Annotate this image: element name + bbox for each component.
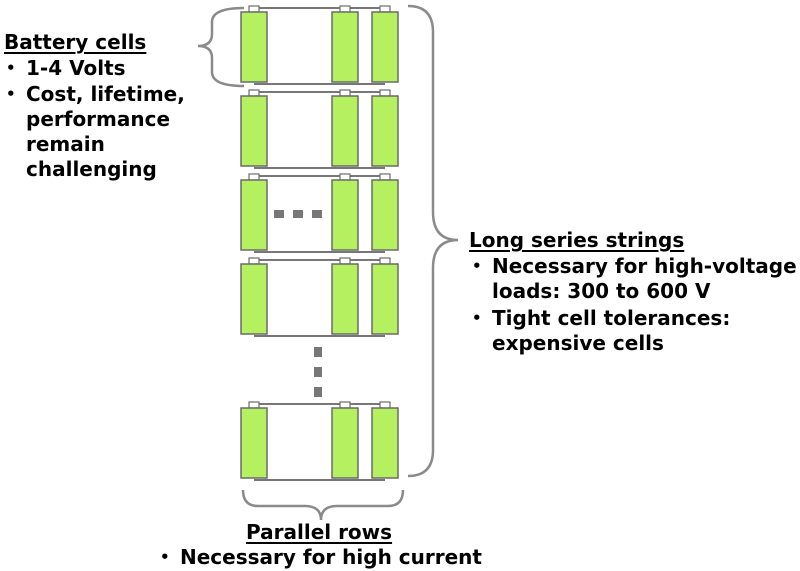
cell-terminal — [248, 401, 260, 409]
cell-terminal — [339, 257, 351, 265]
cell-terminal — [248, 5, 260, 13]
cell-terminal — [248, 173, 260, 181]
battery-cell — [240, 95, 268, 167]
battery-cell — [371, 407, 399, 479]
bullet-line: 1-4 Volts — [26, 56, 126, 80]
battery-cell — [240, 179, 268, 251]
cell-terminal — [339, 5, 351, 13]
battery-cell — [331, 95, 359, 167]
cell-terminal — [379, 257, 391, 265]
bullet-line: expensive cells — [492, 331, 664, 355]
vertical-ellipsis — [314, 347, 322, 397]
cell-terminal — [379, 173, 391, 181]
bullet-line: Cost, lifetime, — [26, 82, 185, 106]
bullet-line: Necessary for high current — [180, 545, 482, 569]
bullet-line: Tight cell tolerances: — [492, 306, 731, 330]
battery-cells-brace — [197, 6, 245, 88]
series-strings-brace — [407, 4, 459, 478]
battery-cell — [371, 179, 399, 251]
series-strings-heading: Long series strings — [469, 228, 685, 252]
battery-cells-heading: Battery cells — [4, 30, 147, 54]
bullet-line: loads: 300 to 600 V — [492, 279, 711, 303]
battery-cell — [371, 263, 399, 335]
cell-terminal — [339, 89, 351, 97]
cell-terminal — [379, 401, 391, 409]
cell-terminal — [379, 89, 391, 97]
battery-cell — [240, 11, 268, 83]
cell-terminal — [379, 5, 391, 13]
cell-terminal — [248, 257, 260, 265]
cell-terminal — [339, 173, 351, 181]
bullet-line: remain — [26, 132, 105, 156]
cell-terminal — [248, 89, 260, 97]
battery-cell — [240, 263, 268, 335]
battery-cells-bullet-2: Cost, lifetime, performance remain chall… — [6, 82, 185, 182]
parallel-rows-bullet-1: Necessary for high current — [160, 545, 482, 570]
bullet-line: challenging — [26, 157, 157, 181]
battery-cell — [371, 95, 399, 167]
battery-cell — [371, 11, 399, 83]
bullet-line: performance — [26, 107, 171, 131]
bullet-line: Necessary for high-voltage — [492, 254, 797, 278]
battery-cell — [331, 407, 359, 479]
horizontal-ellipsis — [274, 210, 322, 218]
battery-array — [240, 5, 399, 481]
battery-cell — [331, 11, 359, 83]
battery-cells-bullet-1: 1-4 Volts — [6, 56, 126, 81]
parallel-rows-heading: Parallel rows — [246, 520, 393, 544]
cell-terminal — [339, 401, 351, 409]
battery-cell — [331, 263, 359, 335]
parallel-rows-brace — [241, 489, 405, 521]
series-strings-bullet-2: Tight cell tolerances: expensive cells — [472, 306, 731, 356]
battery-cell — [240, 407, 268, 479]
series-strings-bullet-1: Necessary for high-voltage loads: 300 to… — [472, 254, 797, 304]
battery-cell — [331, 179, 359, 251]
